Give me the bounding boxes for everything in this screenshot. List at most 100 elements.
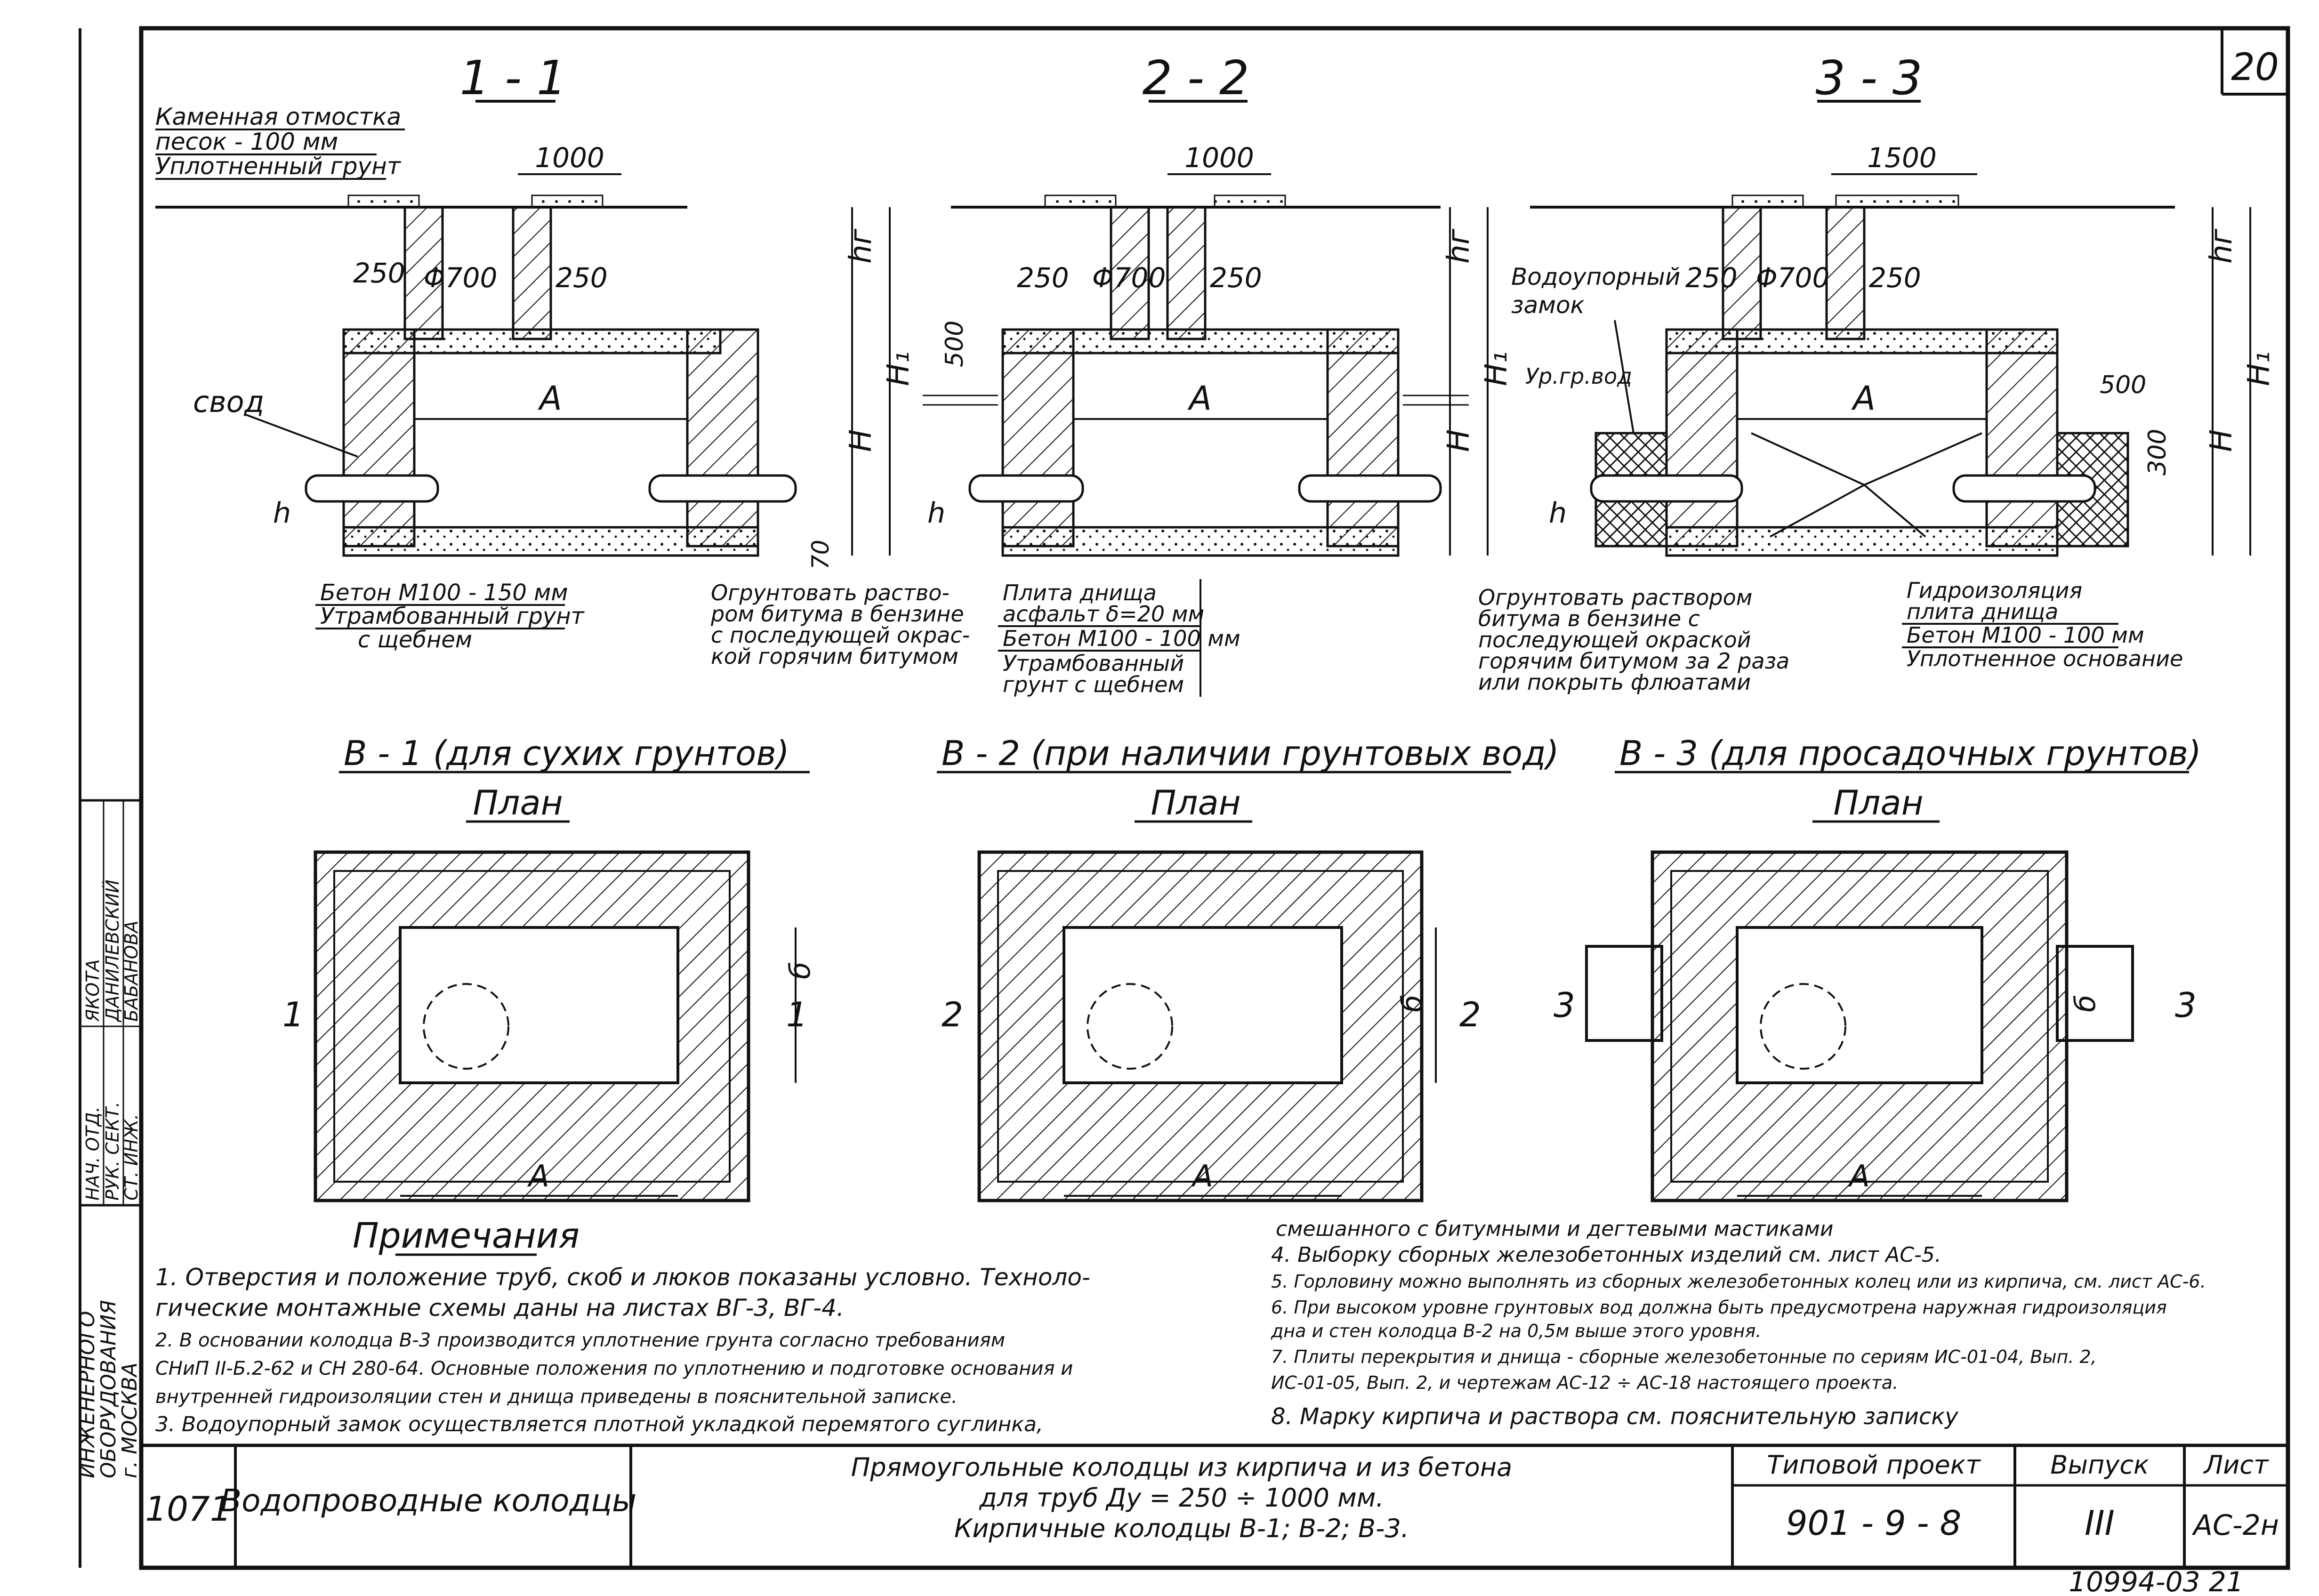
svg-text:A: A (527, 1159, 549, 1194)
svg-text:БАБАНОВА: БАБАНОВА (121, 920, 142, 1022)
svg-text:4. Выборку сборных железобетон: 4. Выборку сборных железобетонных издели… (1271, 1243, 1941, 1267)
svg-text:горячим битумом за 2 раза: горячим битумом за 2 раза (1478, 648, 1789, 674)
title-name: Водопроводные колодцы (220, 1483, 636, 1519)
side-stamp: НАЧ. ОТД. РУК. СЕКТ. СТ. ИНЖ. ЯКОТА ДАНИ… (75, 799, 142, 1478)
svg-text:3: 3 (1554, 985, 1575, 1025)
svg-text:2 - 2: 2 - 2 (1143, 50, 1249, 105)
svg-text:плита днища: плита днища (1907, 599, 2058, 624)
svg-text:2: 2 (1459, 995, 1481, 1034)
title-desc-2: для труб Ду = 250 ÷ 1000 мм. (979, 1483, 1384, 1513)
notes-heading: Примечания (353, 1216, 580, 1256)
title-code: 1071 (145, 1489, 231, 1529)
svg-text:3: 3 (2175, 985, 2197, 1025)
svg-text:A: A (1851, 379, 1876, 418)
sheet-value: АС-2н (2191, 1509, 2279, 1542)
plan-v3: В - 3 (для просадочных грунтов) План A б… (1554, 734, 2201, 1202)
title-block (141, 1443, 2288, 1568)
svg-text:свод: свод (193, 385, 264, 419)
svg-text:Φ700: Φ700 (1092, 262, 1166, 294)
svg-text:ДАНИЛЕВСКИЙ: ДАНИЛЕВСКИЙ (102, 879, 123, 1023)
svg-text:A: A (538, 379, 562, 418)
section-1-1: 1 - 1 A 1000 250 Φ700 250 hг H₁ H h (155, 50, 916, 570)
svg-text:внутренней гидроизоляции стен: внутренней гидроизоляции стен и днища пр… (155, 1386, 958, 1408)
issue-label: Выпуск (2050, 1450, 2149, 1480)
svg-text:План: План (1833, 783, 1923, 822)
svg-text:hг: hг (1441, 228, 1476, 264)
title-desc-3: Кирпичные колодцы В-1; В-2; В-3. (954, 1514, 1409, 1543)
svg-text:Огрунтовать раство-: Огрунтовать раство- (711, 580, 950, 605)
svg-text:асфальт δ=20 мм: асфальт δ=20 мм (1003, 601, 1204, 627)
svg-text:План: План (473, 783, 563, 822)
svg-text:Уплотненное основание: Уплотненное основание (1907, 646, 2183, 671)
svg-text:Бетон М100 - 100 мм: Бетон М100 - 100 мм (1003, 626, 1240, 651)
svg-text:кой горячим битумом: кой горячим битумом (711, 644, 958, 669)
svg-text:грунт с щебнем: грунт с щебнем (1003, 672, 1184, 697)
svg-text:1: 1 (786, 995, 808, 1034)
svg-text:250: 250 (1869, 262, 1921, 294)
issue-value: III (2085, 1503, 2115, 1543)
sheet-frame (79, 26, 2290, 1570)
svg-text:г. МОСКВА: г. МОСКВА (118, 1362, 142, 1478)
svg-text:A: A (1187, 379, 1212, 418)
svg-text:ром битума в бензине: ром битума в бензине (710, 601, 964, 627)
svg-text:РУК. СЕКТ.: РУК. СЕКТ. (102, 1102, 123, 1201)
svg-text:Уплотненный грунт: Уплотненный грунт (155, 153, 402, 180)
svg-text:гические монтажные схемы даны: гические монтажные схемы даны на листах … (155, 1294, 844, 1322)
svg-text:б: б (2069, 995, 2102, 1012)
svg-text:Ур.гр.вод: Ур.гр.вод (1525, 363, 1632, 389)
svg-text:1. Отверстия и положение труб,: 1. Отверстия и положение труб, скоб и лю… (155, 1264, 1090, 1291)
svg-text:hг: hг (2204, 228, 2239, 264)
svg-text:3 - 3: 3 - 3 (1816, 50, 1923, 105)
svg-text:250: 250 (1685, 262, 1738, 294)
svg-text:битума в бензине с: битума в бензине с (1478, 606, 1700, 631)
svg-text:H: H (2204, 429, 2239, 452)
svg-text:ЯКОТА: ЯКОТА (82, 959, 103, 1023)
svg-text:7. Плиты перекрытия и днища -: 7. Плиты перекрытия и днища - сборные же… (1271, 1346, 2097, 1367)
svg-text:Водоупорный: Водоупорный (1511, 263, 1680, 290)
project-label: Типовой проект (1767, 1450, 1981, 1480)
svg-text:H₁: H₁ (881, 351, 916, 386)
svg-text:H: H (844, 429, 878, 452)
svg-text:h: h (927, 497, 945, 530)
section-title: 1 - 1 (460, 50, 567, 105)
svg-text:hг: hг (844, 228, 878, 264)
svg-text:замок: замок (1511, 291, 1585, 319)
svg-text:с последующей окрас-: с последующей окрас- (711, 622, 970, 648)
sheet-label: Лист (2203, 1450, 2269, 1480)
svg-text:Бетон М100 - 150 мм: Бетон М100 - 150 мм (320, 580, 568, 606)
svg-text:5. Горловину можно выполнять и: 5. Горловину можно выполнять из сборных … (1271, 1271, 2206, 1292)
svg-text:или покрыть флюатами: или покрыть флюатами (1478, 669, 1751, 695)
svg-text:СНиП II-Б.2-62 и СН 280-64. Ос: СНиП II-Б.2-62 и СН 280-64. Основные пол… (155, 1358, 1073, 1379)
svg-text:H: H (1441, 429, 1476, 452)
section-2-2: 2 - 2 A 1000 250 Φ700 250 hг H₁ H 500 h (923, 50, 1514, 557)
svg-text:Плита днища: Плита днища (1003, 580, 1157, 605)
svg-text:Утрамбованный: Утрамбованный (1003, 651, 1184, 676)
svg-text:H₁: H₁ (1479, 351, 1514, 386)
svg-text:H₁: H₁ (2242, 351, 2277, 386)
notes: Примечания 1. Отверстия и положение труб… (155, 1216, 2206, 1436)
svg-text:2. В основании колодца В-3 про: 2. В основании колодца В-3 производится … (155, 1330, 1005, 1351)
svg-text:250: 250 (1210, 262, 1262, 294)
svg-text:1500: 1500 (1867, 142, 1937, 174)
svg-text:б: б (784, 962, 817, 979)
plan-v2: В - 2 (при наличии грунтовых вод) План A… (937, 734, 1559, 1202)
svg-text:Бетон М100 - 100 мм: Бетон М100 - 100 мм (1907, 622, 2144, 648)
svg-text:1: 1 (282, 995, 304, 1034)
svg-text:б: б (1396, 995, 1429, 1012)
svg-text:8. Марку кирпича и раствора см: 8. Марку кирпича и раствора см. поясните… (1271, 1403, 1958, 1430)
svg-text:НАЧ. ОТД.: НАЧ. ОТД. (82, 1106, 103, 1201)
section-3-3: 3 - 3 A 1500 250 Φ700 250 hг H₁ (1511, 50, 2277, 557)
svg-text:В - 3 (для просадочных грунто: В - 3 (для просадочных грунтов) (1619, 734, 2201, 773)
svg-text:Утрамбованный грунт: Утрамбованный грунт (320, 603, 585, 629)
svg-text:70: 70 (807, 540, 834, 570)
svg-text:h: h (273, 497, 291, 530)
svg-text:песок - 100 мм: песок - 100 мм (155, 128, 338, 155)
svg-text:В - 2 (при наличии грунтовых: В - 2 (при наличии грунтовых вод) (942, 734, 1559, 773)
svg-text:ИНЖЕНЕРНОГО: ИНЖЕНЕРНОГО (75, 1311, 99, 1478)
svg-text:с щебнем: с щебнем (358, 627, 472, 653)
svg-text:1000: 1000 (535, 142, 604, 174)
svg-text:3. Водоупорный замок осуществл: 3. Водоупорный замок осуществляется плот… (155, 1412, 1043, 1436)
title-desc-1: Прямоугольные колодцы из кирпича и из бе… (851, 1452, 1512, 1482)
project-value: 901 - 9 - 8 (1786, 1503, 1962, 1543)
